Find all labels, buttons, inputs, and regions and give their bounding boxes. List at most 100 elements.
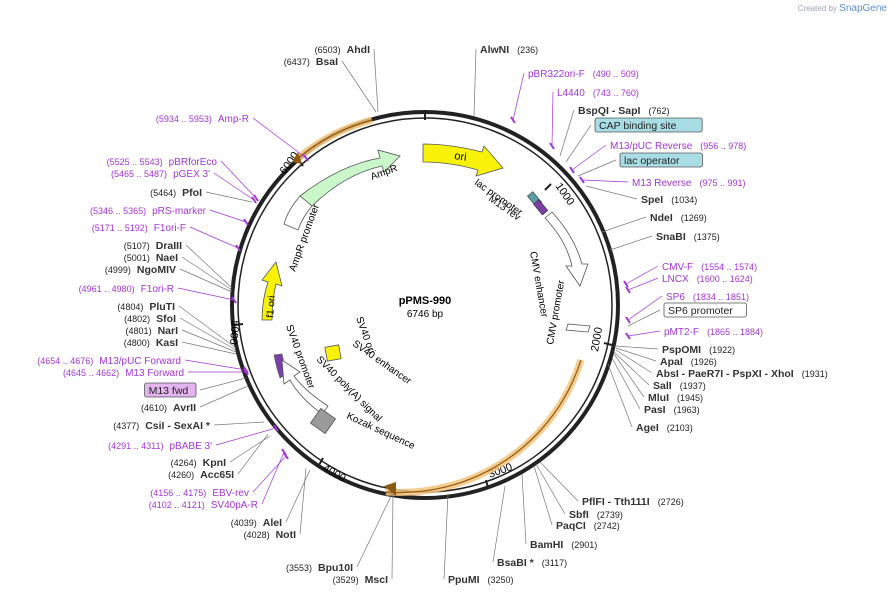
position-pflfi: (2726) [658, 497, 684, 507]
label-text-avrii: (4610)AvrII [141, 402, 196, 414]
position-alwni: (236) [517, 45, 538, 55]
label-paqci[interactable]: PaqCI(2742) [556, 520, 620, 532]
name-pfoi: PfoI [182, 187, 202, 199]
position-pluti: (4804) [117, 302, 143, 312]
label-lacop[interactable]: lac operator [619, 152, 703, 168]
label-apai[interactable]: ApaI(1926) [660, 356, 717, 368]
label-nari[interactable]: (4801)NarI [126, 325, 179, 337]
label-pbabe3[interactable]: (4291 .. 4311)pBABE 3' [108, 441, 212, 452]
label-prsmarker[interactable]: (5346 .. 5365)pRS-marker [90, 206, 207, 217]
label-m13_reverse[interactable]: M13 Reverse(975 .. 991) [632, 178, 746, 189]
label-spei[interactable]: SpeI(1034) [641, 194, 697, 206]
leader-msci [391, 493, 394, 580]
label-noti[interactable]: (4028)NotI [244, 529, 297, 541]
position-kpni: (4264) [171, 458, 197, 468]
primer-site-f1orir [231, 296, 237, 304]
label-pasi[interactable]: PasI(1963) [644, 404, 700, 416]
label-ebvrev[interactable]: (4156 .. 4175)EBV-rev [150, 488, 249, 499]
label-f1orif[interactable]: (5171 .. 5192)F1ori-F [92, 223, 186, 234]
label-pluti[interactable]: (4804)PluTI [117, 301, 175, 313]
label-alwni[interactable]: AlwNI(236) [480, 44, 538, 56]
label-l4440[interactable]: L4440(743 .. 760) [557, 88, 639, 99]
label-text-pspomi: PspOMI(1922) [662, 344, 735, 356]
label-sp6[interactable]: SP6(1834 .. 1851) [666, 292, 749, 303]
label-pgex3[interactable]: (5465 .. 5487)pGEX 3' [111, 169, 210, 180]
primer-site-pgex3 [251, 196, 257, 204]
label-pbrforeco[interactable]: (5525 .. 5543)pBRforEco [107, 157, 218, 168]
label-draiii[interactable]: (5107)DraIII [124, 240, 182, 252]
position-ebvrev: (4156 .. 4175) [150, 488, 206, 498]
label-m13pucfwd[interactable]: (4654 .. 4676)M13/pUC Forward [37, 356, 181, 367]
label-text-bpu10i: (3553)Bpu10I [286, 562, 353, 574]
label-bpu10i[interactable]: (3553)Bpu10I [286, 562, 353, 574]
label-kpni[interactable]: (4264)KpnI [171, 457, 226, 469]
label-m13forward[interactable]: (4645 .. 4662)M13 Forward [63, 368, 184, 379]
position-nari: (4801) [126, 326, 152, 336]
leader-sp6 [627, 295, 663, 321]
name-acc65i: Acc65I [200, 469, 234, 481]
label-pbr322ori[interactable]: pBR322ori-F(490 .. 509) [528, 69, 639, 80]
label-absi[interactable]: AbsI - PaeR7I - PspXI - XhoI(1931) [656, 368, 828, 380]
label-text-pluti: (4804)PluTI [117, 301, 175, 313]
label-text-noti: (4028)NotI [244, 529, 297, 541]
label-sali[interactable]: SalI(1937) [653, 380, 706, 392]
leader-bsabi [492, 485, 506, 563]
feature-box-lacop [619, 152, 703, 168]
name-apai: ApaI [660, 356, 683, 368]
leader-ngomiv [179, 268, 233, 293]
label-cmvf[interactable]: CMV-F(1554 .. 1574) [662, 262, 757, 273]
primer-site-cmvf [623, 280, 629, 288]
leader-ebvrev [252, 455, 287, 493]
label-csii[interactable]: (4377)CsiI - SexAI * [113, 420, 211, 432]
label-avrii[interactable]: (4610)AvrII [141, 402, 196, 414]
label-ndei[interactable]: NdeI(1269) [650, 212, 707, 224]
label-cap[interactable]: CAP binding site [594, 117, 703, 133]
label-alei[interactable]: (4039)AleI [231, 517, 282, 529]
label-snabi[interactable]: SnaBI(1375) [656, 231, 720, 243]
feature-box-label-m13fwd: M13 fwd [149, 385, 189, 397]
label-text-m13_reverse: M13 Reverse(975 .. 991) [632, 178, 746, 189]
label-pmt2f[interactable]: pMT2-F(1865 .. 1884) [664, 327, 763, 338]
feature-box-m13fwd [144, 382, 197, 398]
label-sp6prom[interactable]: SP6 promoter [663, 302, 747, 318]
label-naei[interactable]: (5001)NaeI [124, 252, 178, 264]
label-lncx[interactable]: LNCX(1600 .. 1624) [662, 274, 753, 285]
primer-site-pbr322ori [510, 116, 516, 124]
label-pspomi[interactable]: PspOMI(1922) [662, 344, 735, 356]
label-pflfi[interactable]: PflFI - Tth111I(2726) [582, 496, 684, 508]
name-ppumi: PpuMI [448, 574, 480, 586]
label-ahdi[interactable]: (6503)AhdI [315, 44, 370, 56]
label-agei[interactable]: AgeI(2103) [636, 422, 693, 434]
position-pfoi: (5464) [150, 188, 176, 198]
leader-ampr_primer [252, 117, 307, 159]
label-bsai[interactable]: (6437)BsaI [284, 56, 338, 68]
label-m13fwd[interactable]: M13 fwd [144, 382, 197, 398]
name-sali: SalI [653, 380, 672, 392]
position-f1orir: (4961 .. 4980) [79, 284, 135, 294]
label-kasi[interactable]: (4800)KasI [124, 337, 178, 349]
label-ngomiv[interactable]: (4999)NgoMIV [105, 264, 176, 276]
position-snabi: (1375) [694, 232, 720, 242]
label-ampr_primer[interactable]: (5934 .. 5953)Amp-R [156, 114, 249, 125]
label-m13puc_rev[interactable]: M13/pUC Reverse(956 .. 978) [610, 141, 746, 152]
label-sfoi[interactable]: (4802)SfoI [124, 313, 176, 325]
label-pfoi[interactable]: (5464) PfoI [150, 187, 202, 199]
label-text-spei: SpeI(1034) [641, 194, 697, 206]
label-bspqi[interactable]: BspQI - SapI(762) [578, 105, 669, 117]
position-f1orif: (5171 .. 5192) [92, 223, 148, 233]
label-sv40par[interactable]: (4102 .. 4121)SV40pA-R [149, 500, 258, 511]
label-sbfi[interactable]: SbfI(2739) [569, 509, 623, 521]
label-bsabi[interactable]: BsaBI *(3117) [497, 557, 567, 569]
label-f1orir[interactable]: (4961 .. 4980)F1ori-R [79, 284, 174, 295]
label-acc65i[interactable]: (4260)Acc65I [168, 469, 234, 481]
name-absi: AbsI - PaeR7I - PspXI - XhoI [656, 368, 794, 380]
label-mlui[interactable]: MluI(1945) [648, 392, 703, 404]
label-bamhi[interactable]: BamHI(2901) [530, 539, 597, 551]
name-bpu10i: Bpu10I [318, 562, 353, 574]
leader-pfoi [205, 191, 253, 203]
label-text-lncx: LNCX(1600 .. 1624) [662, 274, 753, 285]
plasmid-name: pPMS-990 [399, 295, 452, 307]
label-ppumi[interactable]: PpuMI(3250) [448, 574, 514, 586]
label-text-sv40par: (4102 .. 4121)SV40pA-R [149, 500, 258, 511]
label-msci[interactable]: (3529)MscI [333, 574, 388, 586]
